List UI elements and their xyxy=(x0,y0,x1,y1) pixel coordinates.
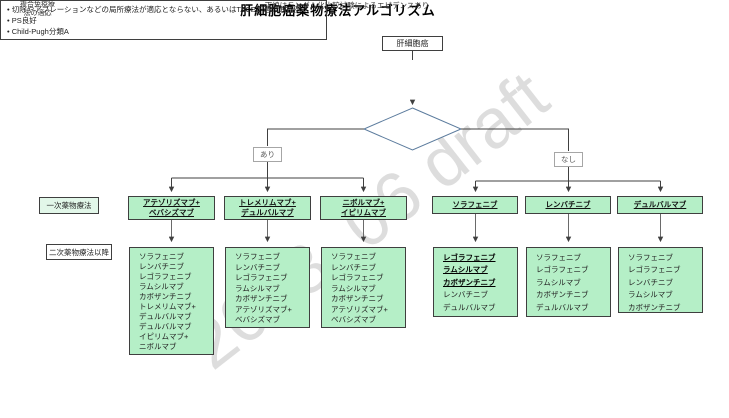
drug-item: レンバチニブ xyxy=(235,262,280,272)
drug-item: カボザンチニブ xyxy=(139,292,192,301)
branch-label-no: なし xyxy=(554,152,583,167)
drug-item: ラムシルマブ xyxy=(235,283,280,293)
drug-item: レンバチニブ xyxy=(331,262,376,272)
drug-item: カボザンチニブ xyxy=(235,294,288,303)
drug-item: ラムシルマブ xyxy=(331,283,376,293)
drug-item: ラムシルマブ xyxy=(139,282,184,291)
drug-item: トレメリムマブ+ デュルバルマブ xyxy=(139,302,196,321)
first-line-box-treme-durva: トレメリムマブ+ デュルバルマブ xyxy=(224,196,311,220)
first-line-box-lenvatinib: レンバチニブ xyxy=(525,196,611,214)
drug-item: ソラフェニブ xyxy=(235,252,280,261)
drug-item: ラムシルマブ xyxy=(443,265,488,275)
root-node-hcc: 肝細胞癌 xyxy=(382,36,443,51)
drug-item: ソラフェニブ xyxy=(628,253,673,262)
row-label-first-line: 一次薬物療法 xyxy=(39,197,99,214)
second-line-box-1: ソラフェニブレンバチニブレゴラフェニブラムシルマブカボザンチニブトレメリムマブ+… xyxy=(129,247,214,355)
drug-item: ソラフェニブ xyxy=(536,253,581,262)
first-line-box-sorafenib: ソラフェニブ xyxy=(432,196,518,214)
drug-item: レンバチニブ xyxy=(139,262,184,271)
second-line-box-2: ソラフェニブレンバチニブレゴラフェニブラムシルマブカボザンチニブアテゾリズマブ+… xyxy=(225,247,310,328)
footnote: 下線はランダム化比較試験によるエビデンスあり xyxy=(264,1,430,10)
drug-item: • 切除やアブレーションなどの局所療法が適応とならない、あるいはTACE不適の進… xyxy=(7,5,301,14)
drug-item: レゴラフェニブ xyxy=(536,265,589,275)
drug-item: レゴラフェニブ xyxy=(331,273,384,282)
drug-item: デュルバルマブ xyxy=(139,322,192,331)
drug-item: レゴラフェニブ xyxy=(628,265,681,275)
decision-label: 複合免疫療 法の適応 xyxy=(20,1,55,17)
drug-item: デュルバルマブ xyxy=(536,302,589,312)
drug-item: デュルバルマブ xyxy=(443,302,496,312)
drug-item: レゴラフェニブ xyxy=(443,253,496,262)
drug-item: ラムシルマブ xyxy=(536,277,581,287)
drug-item: ラムシルマブ xyxy=(628,290,673,300)
drug-item: カボザンチニブ xyxy=(443,277,496,287)
first-line-box-durvalumab: デュルバルマブ xyxy=(617,196,703,214)
drug-item: ソラフェニブ xyxy=(139,252,184,261)
drug-item: レンバチニブ xyxy=(628,277,673,287)
drug-item: レゴラフェニブ xyxy=(139,272,192,281)
second-line-box-3: ソラフェニブレンバチニブレゴラフェニブラムシルマブカボザンチニブアテゾリズマブ+… xyxy=(321,247,406,328)
drug-item: イピリムマブ+ ニボルマブ xyxy=(139,332,189,351)
drug-item: アテゾリズマブ+ ベバシズマブ xyxy=(235,304,292,325)
page-title: 肝細胞癌薬物療法アルゴリズム xyxy=(240,3,436,18)
criteria-box: • 切除やアブレーションなどの局所療法が適応とならない、あるいはTACE不適の進… xyxy=(0,0,327,40)
drug-item: カボザンチニブ xyxy=(331,294,384,303)
first-line-box-atezo-bev: アテゾリズマブ+ ベバシズマブ xyxy=(128,196,215,220)
drug-item: • PS良好 xyxy=(7,16,37,25)
drug-item: アテゾリズマブ+ ベバシズマブ xyxy=(331,304,388,325)
drug-item: レンバチニブ xyxy=(443,290,488,300)
branch-label-yes: あり xyxy=(253,147,282,162)
second-line-box-4: レゴラフェニブラムシルマブカボザンチニブレンバチニブデュルバルマブ xyxy=(433,247,518,317)
drug-item: カボザンチニブ xyxy=(628,302,681,312)
second-line-box-6: ソラフェニブレゴラフェニブレンバチニブラムシルマブカボザンチニブ xyxy=(618,247,703,313)
drug-item: カボザンチニブ xyxy=(536,290,589,300)
second-line-box-5: ソラフェニブレゴラフェニブラムシルマブカボザンチニブデュルバルマブ xyxy=(526,247,611,317)
drug-item: • Child-Pugh分類A xyxy=(7,27,69,36)
drug-item: ソラフェニブ xyxy=(331,252,376,261)
row-label-second-line: 二次薬物療法以降 xyxy=(46,244,112,260)
first-line-box-nivo-ipi: ニボルマブ+ イピリムマブ xyxy=(320,196,407,220)
drug-item: レゴラフェニブ xyxy=(235,273,288,282)
